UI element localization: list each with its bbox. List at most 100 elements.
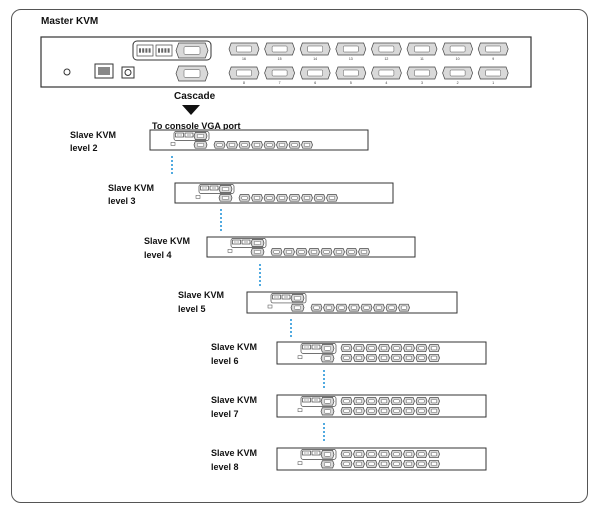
computer-port-top-5	[371, 42, 402, 56]
slave-usb-port	[241, 239, 251, 245]
slave-computer-port	[390, 459, 403, 468]
slave-computer-port	[276, 194, 288, 202]
cascade-connector-4-5	[259, 264, 261, 286]
vga-port-pins	[294, 296, 301, 301]
vga-port-pins	[485, 69, 501, 77]
vga-port-pins	[313, 305, 320, 310]
slave-computer-port	[428, 459, 440, 468]
vga-port-pins	[356, 461, 362, 466]
slave-usb-port	[184, 132, 194, 138]
slave-computer-port	[378, 397, 390, 406]
computer-port-top-6	[406, 42, 438, 56]
slave-kvm-unit-7	[276, 394, 487, 418]
slave-cascade-vga-port	[193, 141, 208, 149]
vga-port-pins	[254, 143, 260, 147]
slave-link-port	[297, 461, 303, 465]
cascade-dot	[290, 323, 292, 325]
slave-computer-port	[323, 303, 335, 312]
cascade-label: Cascade	[174, 91, 216, 102]
vga-port-pins	[241, 196, 248, 200]
vga-port-pins	[216, 143, 223, 147]
computer-port-bottom-1	[228, 66, 260, 80]
usb-port-box	[241, 239, 251, 245]
slave-computer-port	[403, 459, 415, 468]
slave-computer-port	[390, 344, 403, 353]
slave-computer-port	[428, 344, 440, 353]
slave-cascade-vga-port	[320, 354, 335, 363]
slave-usb-port	[209, 185, 219, 191]
slave-console-vga-port	[320, 450, 335, 459]
cascade-dot	[220, 209, 222, 211]
vga-port-pins	[343, 69, 359, 77]
slave-computer-port	[326, 194, 338, 202]
slave-computer-port	[320, 248, 333, 256]
usb-port-box	[209, 185, 219, 191]
slave-computer-port	[390, 353, 403, 362]
vga-port-pins	[298, 250, 305, 254]
slave-computer-port	[358, 248, 370, 256]
slave-computer-port	[415, 406, 428, 415]
slave-computer-port	[365, 397, 378, 406]
vga-port-pins	[393, 452, 400, 457]
vga-port-pins	[406, 355, 412, 360]
slave-computer-port	[390, 450, 403, 459]
slave-7-level: level 7	[211, 409, 239, 419]
vga-port-pins	[323, 250, 330, 254]
usb-pin	[145, 48, 148, 53]
vga-port-pins	[393, 399, 400, 404]
slave-computer-port	[263, 194, 276, 202]
vga-port-pins	[307, 69, 323, 77]
slave-console-vga-port	[250, 239, 265, 247]
vga-port-pins	[294, 305, 301, 310]
vga-port-pins	[431, 399, 437, 404]
vga-port-pins	[381, 355, 387, 360]
vga-port-pins	[361, 250, 367, 254]
cascade-dot	[323, 431, 325, 433]
vga-port-pins	[381, 461, 387, 466]
vga-port-pins	[431, 452, 437, 457]
slave-computer-port	[360, 303, 373, 312]
vga-port-pins	[406, 461, 412, 466]
slave-8-title: Slave KVM	[211, 448, 258, 458]
cascade-dot	[220, 221, 222, 223]
slave-computer-port	[348, 303, 360, 312]
slave-computer-port	[390, 406, 403, 415]
slave-6-title: Slave KVM	[211, 342, 258, 352]
slave-link-port	[195, 195, 201, 199]
slave-cascade-vga-port	[250, 248, 265, 256]
slave-5-title: Slave KVM	[178, 290, 225, 300]
cascade-dot	[259, 280, 261, 282]
cascade-dot	[323, 423, 325, 425]
slave-console-vga-port	[218, 185, 233, 193]
slave-4-title: Slave KVM	[144, 236, 191, 246]
slave-computer-port	[213, 141, 226, 149]
console-usb-port-2	[155, 44, 173, 57]
slave-3-level: level 3	[108, 196, 136, 206]
vga-port-pins	[291, 196, 298, 200]
vga-port-pins	[393, 355, 400, 360]
slave-computer-port	[313, 194, 326, 202]
vga-port-pins	[418, 408, 425, 413]
slave-computer-port	[251, 194, 263, 202]
vga-port-pins	[356, 452, 362, 457]
cascade-connector-3-4	[220, 209, 222, 231]
slave-computer-port	[428, 450, 440, 459]
slave-computer-port	[340, 450, 353, 459]
slave-link-port	[267, 304, 273, 309]
cascade-dot	[259, 276, 261, 278]
usb-port-box	[311, 397, 321, 403]
vga-port-pins	[324, 399, 331, 404]
slave-computer-port	[340, 344, 353, 353]
slave-computer-port	[378, 450, 390, 459]
vga-port-pins	[381, 408, 387, 413]
vga-port-pins	[324, 346, 331, 351]
slave-computer-port	[415, 397, 428, 406]
slave-computer-port	[251, 141, 263, 149]
slave-console-vga-port	[193, 132, 208, 140]
port-number-label: 8	[243, 81, 245, 85]
cascade-dot	[259, 284, 261, 286]
cascade-dot	[290, 319, 292, 321]
to-console-label: To console VGA port	[152, 121, 241, 131]
slave-computer-port	[340, 459, 353, 468]
slave-usb-port	[311, 397, 321, 403]
